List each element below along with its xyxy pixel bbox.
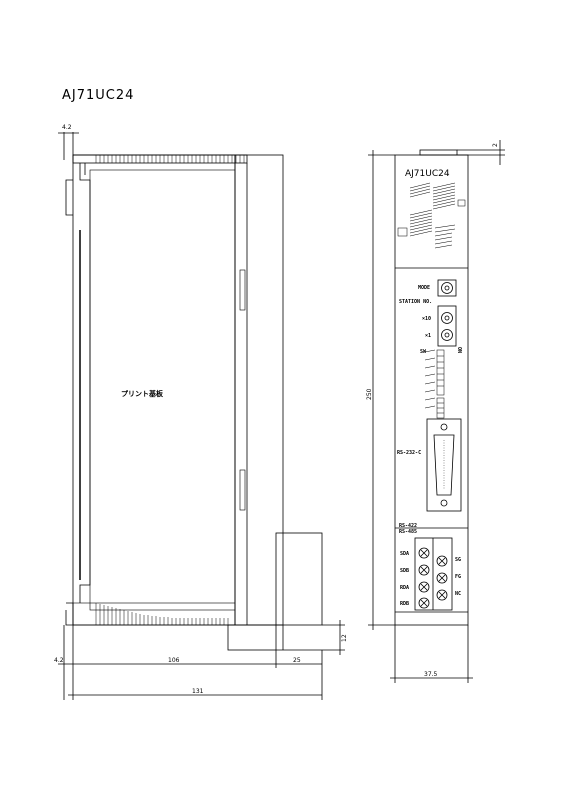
terminal-left-label: SDB bbox=[400, 568, 409, 574]
x1-label: ×1 bbox=[425, 333, 431, 339]
led-indicators bbox=[397, 182, 466, 249]
on-label: ON bbox=[456, 347, 462, 353]
dim-top: 2 bbox=[492, 143, 499, 147]
connector-housing bbox=[275, 532, 323, 626]
front-view: 250 2 AJ71UC24 bbox=[366, 140, 505, 683]
rs422-label: RS-422 bbox=[399, 523, 417, 529]
rs485-label: RS-485 bbox=[399, 529, 417, 535]
dim-height: 250 bbox=[366, 388, 373, 400]
mode-label: MODE bbox=[418, 285, 430, 291]
left-hook bbox=[65, 179, 73, 216]
dim-body: 106 bbox=[168, 657, 180, 664]
dim-total: 131 bbox=[192, 688, 204, 695]
rs232-connector[interactable] bbox=[426, 418, 462, 512]
terminal-screws-left[interactable] bbox=[418, 547, 430, 609]
front-panel bbox=[394, 154, 469, 626]
side-view: 4.2 bbox=[54, 124, 348, 700]
bottom-rib-ticks bbox=[95, 603, 229, 625]
dim-width: 37.5 bbox=[424, 671, 438, 678]
terminal-screws-right[interactable] bbox=[436, 555, 448, 601]
dim-bottom-offset: 4.2 bbox=[54, 657, 64, 664]
rs232-label: RS-232-C bbox=[397, 450, 421, 456]
terminal-right-label: SG bbox=[455, 557, 461, 563]
x10-label: ×10 bbox=[422, 316, 431, 322]
terminal-left-label: SDA bbox=[400, 551, 409, 557]
dim-connector: 25 bbox=[293, 657, 301, 664]
station-x10-switch[interactable] bbox=[441, 312, 453, 324]
station-x1-switch[interactable] bbox=[441, 329, 453, 341]
terminal-block bbox=[414, 537, 453, 611]
front-model: AJ71UC24 bbox=[405, 169, 450, 179]
terminal-right-label: NC bbox=[455, 591, 461, 597]
top-rib-ticks bbox=[95, 155, 245, 163]
page-title: AJ71UC24 bbox=[62, 88, 135, 103]
dim-foot: 12 bbox=[341, 634, 348, 642]
sw-label: SW bbox=[420, 349, 427, 355]
mode-switch-frame bbox=[437, 279, 457, 297]
mode-switch[interactable] bbox=[441, 282, 453, 294]
dip-switches[interactable] bbox=[424, 349, 445, 419]
dim-top-offset: 4.2 bbox=[62, 124, 72, 131]
terminal-left-label: RDA bbox=[400, 585, 409, 591]
station-label: STATION NO. bbox=[399, 299, 432, 305]
board-label: プリント基板 bbox=[121, 389, 164, 398]
terminal-right-label: FG bbox=[455, 574, 461, 580]
terminal-left-label: RDB bbox=[400, 601, 409, 607]
